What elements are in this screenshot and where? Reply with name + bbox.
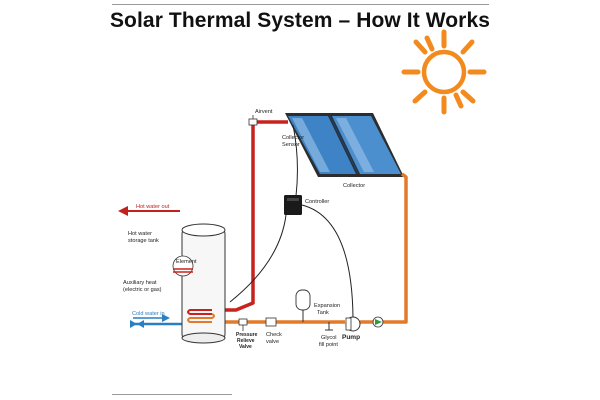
bottom-rule (112, 394, 232, 395)
expansion-tank-label-l1: Expansion (314, 303, 340, 309)
hot-water-out-label: Hot water out (136, 204, 170, 210)
storage-tank-label-l1: Hot water (128, 231, 152, 237)
pressure-relieve-valve (238, 318, 248, 331)
pressure-relieve-label-l1: Pressure (236, 332, 258, 338)
collector-label: Collector (343, 183, 365, 189)
pump (345, 316, 361, 332)
storage-tank-label-l2: storage tank (128, 238, 159, 244)
aux-heat-label-l1: Auxiliary heat (123, 280, 157, 286)
hot-supply-pipe (212, 120, 288, 312)
check-valve (265, 317, 277, 327)
glycol-fill-point (325, 322, 333, 331)
controller-tank-wire (229, 214, 287, 303)
expansion-tank-label-l2: Tank (317, 310, 329, 316)
pressure-relieve-label-l3: Valve (239, 344, 252, 350)
top-rule (112, 4, 489, 5)
check-valve-label-l1: Check (266, 332, 282, 338)
glycol-label-l2: fill point (319, 342, 338, 348)
sun-icon (401, 29, 487, 115)
collector-sensor-wire (292, 124, 298, 197)
storage-tank (181, 223, 226, 344)
inlet-valve (130, 320, 144, 328)
collector-sensor-label-l2: Sensor (282, 142, 300, 148)
glycol-label-l1: Glycol (321, 335, 337, 341)
pump-label: Pump (342, 334, 360, 341)
element-label: Element (176, 259, 197, 265)
heat-exchanger-coil (187, 309, 215, 323)
controller-pump-wire (301, 204, 354, 319)
pressure-relieve-label-l2: Relieve (237, 338, 255, 344)
controller-box (284, 195, 302, 215)
aux-heat-label-l2: (electric or gas) (123, 287, 162, 293)
check-valve-label-l2: valve (266, 339, 279, 345)
airvent-label: Airvent (255, 109, 273, 115)
collector-sensor-label-l1: Collector (282, 135, 304, 141)
flow-indicator (372, 316, 384, 328)
element-indicator (172, 255, 194, 277)
airvent (248, 115, 258, 126)
expansion-tank (295, 289, 311, 322)
arrow-left-icon (118, 206, 180, 216)
controller-label: Controller (305, 199, 329, 205)
arrow-right-icon (133, 314, 170, 322)
collector-panel (285, 113, 404, 177)
diagram-title: Solar Thermal System – How It Works (109, 9, 491, 32)
cold-water-in-label: Cold water in (132, 311, 165, 317)
